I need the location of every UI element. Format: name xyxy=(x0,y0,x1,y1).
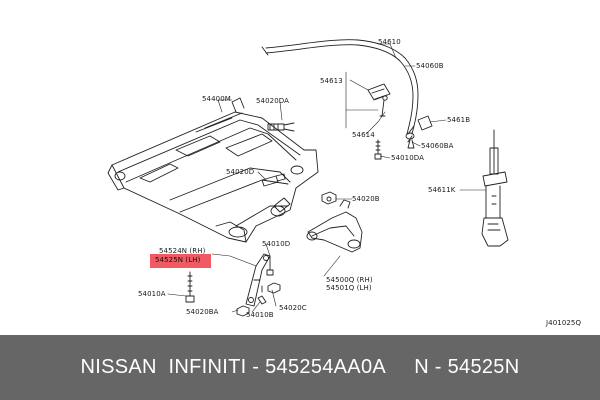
bolt-54010b xyxy=(257,285,267,305)
part-number-banner: NISSAN INFINITI - 545254AA0A N - 54525N xyxy=(0,335,600,400)
label-54610: 54610 xyxy=(378,38,401,46)
label-54525n: 54525N (LH) xyxy=(155,256,201,264)
bolt-54010a xyxy=(185,271,195,303)
stabilizer-bushing xyxy=(367,83,391,117)
bolt-54010da xyxy=(374,139,382,160)
label-54611k: 54611K xyxy=(428,186,456,194)
label-54020ba: 54020BA xyxy=(186,308,219,316)
suspension-parts-diagram xyxy=(107,39,509,317)
label-54613: 54613 xyxy=(320,77,343,85)
label-54010a: 54010A xyxy=(138,290,166,298)
bolt-54020d xyxy=(261,173,286,187)
label-54060ba: 54060BA xyxy=(421,142,454,150)
nut-54020ba xyxy=(236,305,250,317)
front-subframe xyxy=(107,97,319,243)
nut-54020b xyxy=(321,191,337,205)
label-5461b: 5461B xyxy=(447,116,471,124)
label-54010da: 54010DA xyxy=(391,154,425,162)
label-54400m: 54400M xyxy=(202,95,231,103)
strut-assembly xyxy=(481,129,509,247)
label-54020b: 54020B xyxy=(352,195,380,203)
label-54500q: 54500Q (RH) xyxy=(326,276,373,284)
lower-control-arm xyxy=(306,199,363,253)
label-54060b: 54060B xyxy=(416,62,444,70)
label-54614: 54614 xyxy=(352,131,375,139)
label-54010b: 54010B xyxy=(246,311,274,319)
nut-54020c xyxy=(267,282,281,294)
label-54020d: 54020D xyxy=(226,168,255,176)
bolt-54010d xyxy=(266,255,274,276)
highlighted-part-marker xyxy=(150,254,211,268)
part-number-text: NISSAN INFINITI - 545254AA0A N - 54525N xyxy=(80,356,520,378)
label-54020da: 54020DA xyxy=(256,97,290,105)
label-54524n: 54524N (RH) xyxy=(159,247,206,255)
stabilizer-link xyxy=(407,115,433,149)
diagram-code: J401025Q xyxy=(546,319,582,327)
label-54020c: 54020C xyxy=(279,304,307,312)
leader-lines xyxy=(167,43,487,313)
label-54010d: 54010D xyxy=(262,240,291,248)
label-54501q: 54501Q (LH) xyxy=(326,284,372,292)
bolt-54020da xyxy=(267,122,295,132)
